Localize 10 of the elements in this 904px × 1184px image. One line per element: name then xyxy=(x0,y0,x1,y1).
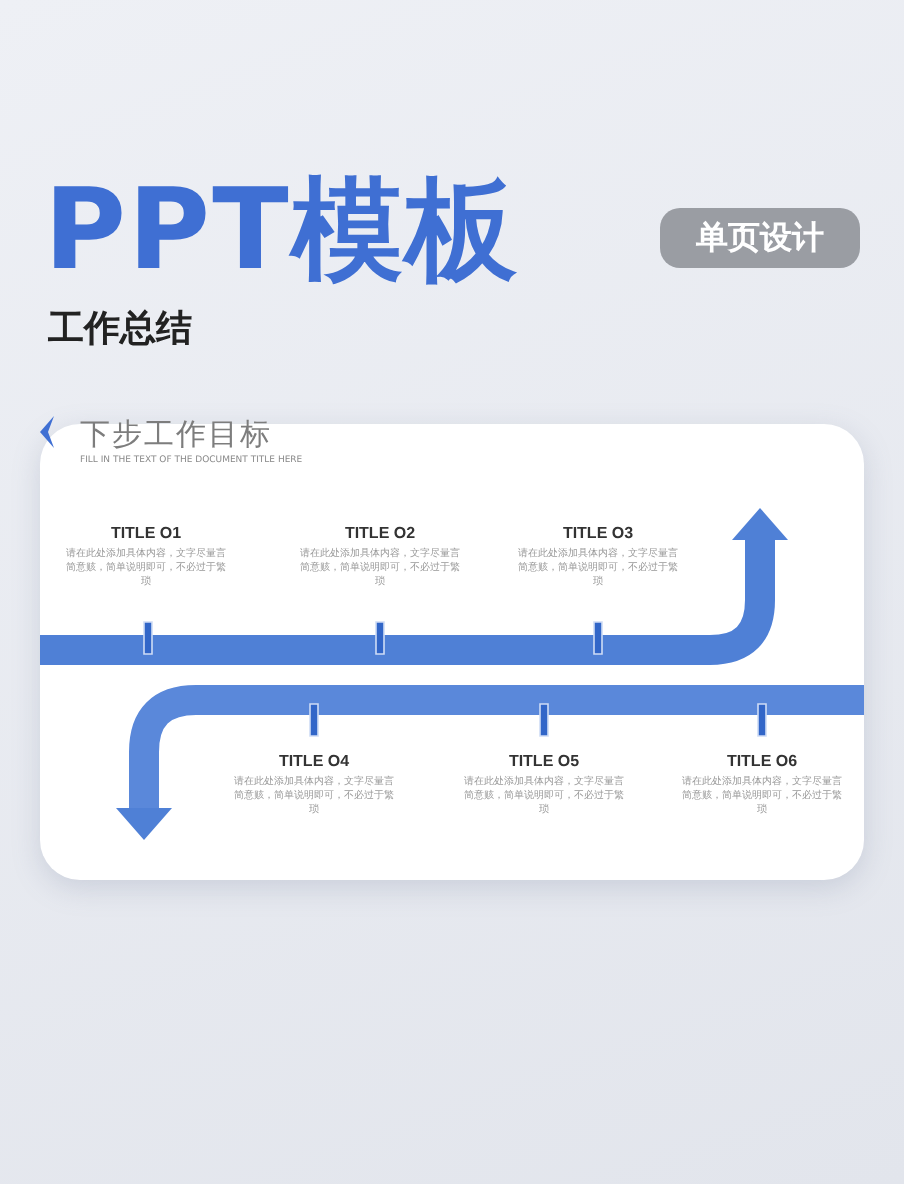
item-title: TITLE O5 xyxy=(508,752,580,770)
card-heading: 下步工作目标 xyxy=(80,416,272,454)
item-title: TITLE O2 xyxy=(344,524,416,542)
item-title: TITLE O1 xyxy=(110,524,182,542)
tag-badge: 单页设计 xyxy=(660,208,860,268)
item-title: TITLE O6 xyxy=(726,752,798,770)
page-title: PPT模板 xyxy=(44,164,519,300)
item-title: TITLE O3 xyxy=(562,524,634,542)
item-title: TITLE O4 xyxy=(278,752,350,770)
subtitle-text: 工作总结 xyxy=(48,306,192,352)
